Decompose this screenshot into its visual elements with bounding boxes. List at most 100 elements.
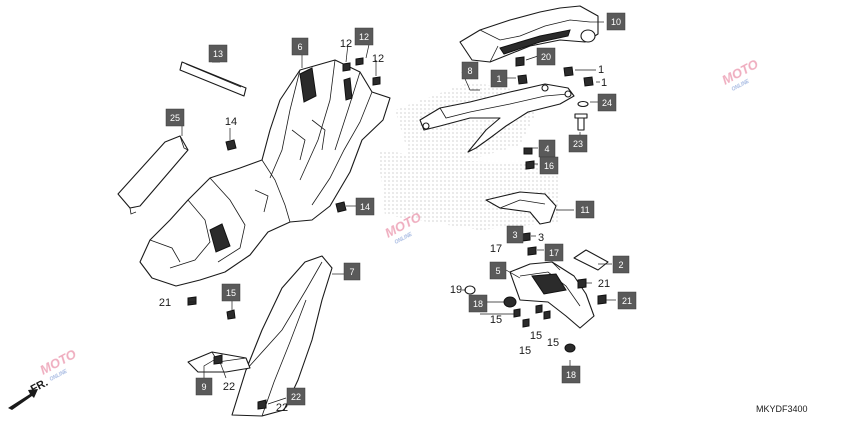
svg-text:1: 1 — [496, 74, 501, 84]
svg-text:15: 15 — [226, 288, 236, 298]
callout-18-bottom: 18 — [561, 365, 581, 384]
callout-7: 7 — [343, 262, 361, 281]
label-3: 3 — [538, 232, 544, 244]
front-label: FR. — [29, 377, 50, 396]
callout-5: 5 — [489, 261, 507, 280]
svg-text:17: 17 — [549, 248, 559, 258]
part-screw-22 — [213, 354, 267, 410]
callout-22: 22 — [286, 387, 306, 406]
label-12: 12 — [372, 53, 384, 65]
diagram-code: MKYDF3400 — [756, 404, 808, 414]
part-washer-24 — [577, 100, 589, 108]
svg-text:5: 5 — [495, 266, 500, 276]
svg-text:7: 7 — [349, 267, 354, 277]
svg-text:11: 11 — [580, 205, 589, 215]
part-clip-14 — [225, 139, 237, 151]
callout-14: 14 — [355, 197, 375, 216]
svg-text:23: 23 — [573, 139, 583, 149]
front-arrow-icon — [8, 389, 38, 410]
leader-lines — [181, 21, 616, 405]
svg-text:10: 10 — [611, 17, 621, 27]
part-nut-21-right — [577, 278, 607, 305]
svg-text:24: 24 — [602, 98, 612, 108]
label-14: 14 — [225, 116, 237, 128]
part-bolt-4 — [523, 147, 533, 155]
label-22: 22 — [276, 402, 288, 414]
callout-8: 8 — [461, 61, 479, 80]
svg-text:20: 20 — [541, 52, 551, 62]
part-rear-inner-fender — [139, 59, 391, 287]
part-bolt-23 — [574, 113, 588, 131]
callout-group: 13 6 12 25 14 8 1 20 10 24 23 4 16 11 3 … — [165, 12, 637, 406]
label-22: 22 — [223, 381, 235, 393]
svg-text:8: 8 — [467, 66, 472, 76]
svg-text:18: 18 — [566, 370, 576, 380]
part-clip-14b — [335, 201, 347, 213]
part-nut-1 — [517, 66, 594, 87]
callout-10: 10 — [606, 12, 626, 31]
part-screw-16 — [525, 160, 535, 170]
svg-text:14: 14 — [360, 202, 370, 212]
label-1: 1 — [598, 64, 604, 76]
callout-18: 18 — [468, 294, 488, 313]
label-15: 15 — [530, 330, 542, 342]
label-12: 12 — [340, 38, 352, 50]
callout-24: 24 — [597, 93, 617, 112]
svg-text:9: 9 — [201, 382, 206, 392]
label-15: 15 — [519, 345, 531, 357]
part-license-holder — [509, 261, 595, 329]
plain-labels: 12 12 14 1 1 3 17 21 19 21 15 15 15 15 2… — [159, 38, 610, 414]
label-19: 19 — [450, 284, 462, 296]
front-direction-indicator: FR. — [8, 377, 50, 410]
part-grommet-19 — [464, 285, 476, 295]
part-seat-cowl — [459, 5, 599, 63]
callout-1: 1 — [490, 69, 508, 88]
part-screw-15-left — [226, 309, 236, 320]
svg-text:16: 16 — [544, 161, 554, 171]
svg-text:21: 21 — [622, 296, 632, 306]
callout-3: 3 — [506, 225, 524, 244]
svg-text:18: 18 — [473, 299, 483, 309]
part-nut-21 — [187, 296, 197, 306]
callout-2: 2 — [612, 255, 630, 274]
part-screw-17 — [527, 246, 537, 256]
callout-13: 13 — [208, 44, 228, 63]
callout-21: 21 — [617, 291, 637, 310]
callout-9: 9 — [195, 377, 213, 396]
part-collar-18 — [503, 296, 576, 353]
svg-text:12: 12 — [359, 32, 369, 42]
label-21: 21 — [159, 297, 171, 309]
watermark-logo: MOTO ONLINE MOTO ONLINE MOTO ONLINE — [37, 56, 760, 383]
callout-4: 4 — [538, 139, 556, 158]
callout-16: 16 — [539, 156, 559, 175]
part-collar-20 — [515, 56, 525, 67]
callout-23: 23 — [568, 134, 588, 153]
callout-6: 6 — [291, 37, 309, 56]
part-screw-15-right — [513, 304, 551, 328]
callout-17: 17 — [544, 243, 564, 262]
callout-11: 11 — [575, 200, 595, 219]
part-reflector — [573, 249, 609, 271]
svg-text:22: 22 — [291, 392, 301, 402]
svg-text:2: 2 — [618, 260, 623, 270]
svg-text:3: 3 — [512, 230, 517, 240]
label-1: 1 — [601, 77, 607, 89]
svg-text:13: 13 — [213, 49, 223, 59]
callout-15: 15 — [221, 283, 241, 302]
callout-12: 12 — [354, 27, 374, 46]
part-bracket — [117, 135, 189, 215]
label-21: 21 — [598, 278, 610, 290]
part-splash-guard — [485, 191, 557, 225]
callout-25: 25 — [165, 108, 185, 127]
part-frame-rail — [419, 83, 575, 153]
callout-20: 20 — [536, 47, 556, 66]
svg-text:6: 6 — [297, 42, 302, 52]
svg-text:4: 4 — [544, 144, 549, 154]
svg-text:25: 25 — [170, 113, 180, 123]
label-17: 17 — [490, 243, 502, 255]
label-15: 15 — [547, 337, 559, 349]
label-15: 15 — [490, 314, 502, 326]
part-rubber-band — [179, 61, 247, 97]
part-nut-12 — [342, 57, 381, 86]
